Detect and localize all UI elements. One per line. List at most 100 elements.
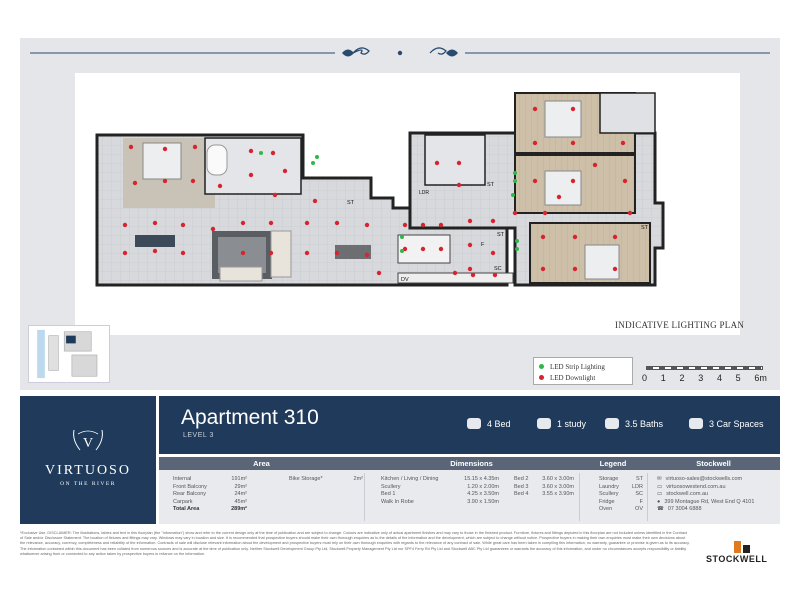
bed-icon — [467, 418, 481, 429]
row-value: ST — [635, 476, 643, 482]
contact-website[interactable]: ▭virtuosowestend.com.au — [657, 484, 779, 492]
feature-study: 1 study — [537, 418, 586, 429]
downlight-dot — [512, 210, 518, 216]
scale-mark: 2 — [679, 373, 685, 383]
strip-light-dot — [400, 235, 404, 239]
downlight-dot — [570, 106, 576, 112]
downlight-dot — [532, 106, 538, 112]
downlight-dot — [364, 222, 370, 228]
table-row: Bed 3 3.60 x 3.00m — [514, 484, 574, 492]
downlight-dot — [540, 266, 546, 272]
header-legend: Legend — [599, 459, 627, 468]
scale-mark: 6m — [754, 373, 767, 383]
strip-light-dot — [259, 151, 263, 155]
downlight-dot — [282, 168, 288, 174]
downlight-dot — [128, 144, 134, 150]
strip-light-dot — [515, 247, 519, 251]
downlight-dot — [240, 250, 246, 256]
fridge-label: F — [481, 242, 485, 248]
green-dot-icon — [539, 364, 544, 369]
downlight-dot — [190, 178, 196, 184]
table-row-total: Total Area 289m² — [173, 506, 247, 514]
scale-mark: 0 — [642, 373, 648, 383]
downlight-dot — [438, 246, 444, 252]
laundry-label: LDR — [419, 190, 429, 196]
row-value: 15.15 x 4.35m — [464, 476, 499, 482]
feature-car-spaces: 3 Car Spaces — [689, 418, 764, 429]
downlight-dot — [192, 144, 198, 150]
row-label: Internal — [173, 476, 192, 482]
contact-website[interactable]: ▭stockwell.com.au — [657, 491, 779, 499]
scale-ruler — [646, 366, 763, 370]
feature-baths: 3.5 Baths — [605, 418, 663, 429]
downlight-dot — [240, 220, 246, 226]
table-row: Bike Storage*2m² — [289, 476, 363, 484]
strip-light-dot — [515, 239, 519, 243]
header-area: Area — [253, 459, 270, 468]
downlight-dot — [152, 220, 158, 226]
row-label: Total Area — [173, 506, 200, 513]
row-label: Scullery — [381, 483, 401, 490]
legend-label: LED Strip Lighting — [550, 362, 605, 371]
downlight-dot — [420, 246, 426, 252]
downlight-dot — [152, 248, 158, 254]
brand-panel: V VIRTUOSO ON THE RIVER — [20, 396, 156, 524]
contact-phone[interactable]: ☎07 3004 6888 — [657, 506, 779, 514]
downlight-dot — [364, 252, 370, 258]
row-value: 289m² — [231, 506, 247, 513]
contact-text: virtuosowestend.com.au — [666, 483, 726, 490]
header-dimensions: Dimensions — [450, 459, 493, 468]
downlight-dot — [132, 180, 138, 186]
downlight-dot — [304, 250, 310, 256]
storage-label: ST — [641, 225, 649, 231]
downlight-dot — [248, 172, 254, 178]
downlight-dot — [456, 182, 462, 188]
downlight-dot — [532, 178, 538, 184]
row-label: Storage — [599, 476, 619, 482]
row-label: Bed 2 — [514, 476, 529, 482]
downlight-dot — [270, 150, 276, 156]
row-label: Front Balcony — [173, 483, 207, 490]
downlight-dot — [304, 220, 310, 226]
downlight-dot — [334, 220, 340, 226]
study-icon — [537, 418, 551, 429]
row-value: 191m² — [231, 476, 247, 482]
crest-icon: V — [73, 429, 103, 451]
key-plan — [28, 325, 110, 383]
storage-label: ST — [487, 182, 495, 188]
legend-label: LED Downlight — [550, 373, 596, 382]
row-label: Bed 1 — [381, 491, 396, 498]
feature-label: 1 study — [557, 418, 587, 429]
contact-text: virtuoso-sales@stockwells.com — [665, 476, 743, 482]
downlight-dot — [312, 198, 318, 204]
downlight-dot — [434, 160, 440, 166]
table-row: Storage ST — [599, 476, 643, 484]
downlight-dot — [490, 218, 496, 224]
strip-light-dot — [513, 171, 517, 175]
contact-email[interactable]: ✉virtuoso-sales@stockwells.com — [657, 476, 779, 484]
bath-icon — [605, 418, 619, 429]
feature-label: 3.5 Baths — [625, 418, 664, 429]
column-divider — [364, 473, 365, 521]
downlight-markers — [122, 106, 633, 278]
downlight-dot — [217, 183, 223, 189]
column-divider — [579, 473, 580, 521]
downlight-dot — [620, 140, 626, 146]
row-value: 3.60 x 3.00m — [542, 483, 574, 490]
downlight-dot — [452, 270, 458, 276]
row-label: Bed 3 — [514, 483, 529, 490]
downlight-dot — [162, 146, 168, 152]
details-table-header: Area Dimensions Legend Stockwell — [159, 457, 780, 470]
monitor-icon: ▭ — [657, 491, 663, 498]
